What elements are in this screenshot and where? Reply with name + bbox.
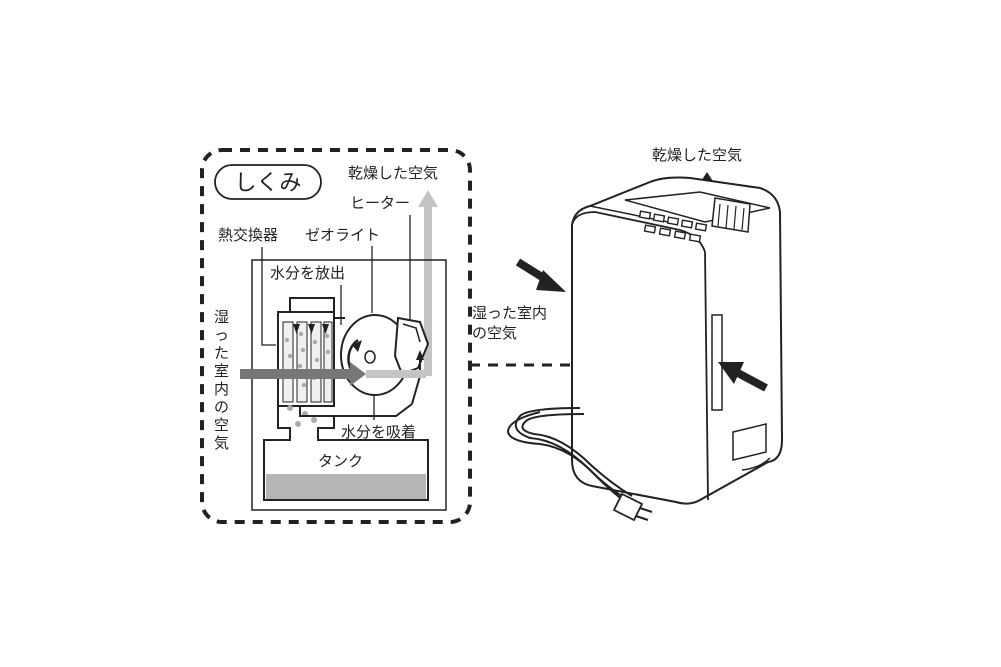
- humid-air-inlet-arrow-left: [515, 258, 566, 292]
- dry-air-top-label: 乾燥した空気: [348, 164, 438, 182]
- title-pill: [214, 164, 322, 200]
- heater-block: [393, 316, 430, 376]
- absorb-moisture-label: 水分を吸着: [341, 423, 416, 441]
- unit-housing-outline: [251, 259, 447, 511]
- humid-air-char-3: た: [214, 344, 229, 362]
- tank-water: [266, 474, 426, 499]
- power-cord: [506, 407, 633, 505]
- humid-air-char-7: 空: [214, 416, 229, 434]
- humid-air-right-label-line1: 湿った室内: [472, 304, 547, 322]
- drain-funnel: [263, 406, 429, 501]
- humid-air-char-1: 湿: [214, 308, 229, 326]
- humid-air-arrow: [240, 362, 426, 386]
- humid-air-char-6: の: [214, 398, 229, 416]
- tank-label: タンク: [318, 452, 363, 470]
- humid-air-char-2: っ: [214, 326, 229, 344]
- heat-exchanger: [277, 311, 335, 427]
- dry-air-up-arrow: [418, 190, 438, 376]
- zeolite-label: ゼオライト: [305, 226, 380, 244]
- dehumidifier-body: [571, 176, 784, 505]
- humid-air-vertical-label: 湿 っ た 室 内 の 空 気: [214, 308, 229, 452]
- release-moisture-label: 水分を放出: [270, 264, 345, 282]
- heat-exchanger-label: 熱交換器: [218, 226, 278, 244]
- humid-air-char-4: 室: [214, 362, 229, 380]
- dry-air-right-label: 乾燥した空気: [652, 146, 742, 164]
- heat-exchanger-leader-line: [261, 247, 276, 346]
- mechanism-dashed-frame: [200, 148, 472, 524]
- humid-air-right-label-line2: の空気: [472, 324, 517, 342]
- air-loop-bottom: [299, 403, 413, 417]
- heater-label: ヒーター: [350, 194, 410, 212]
- humid-air-char-5: 内: [214, 380, 229, 398]
- humid-air-inlet-arrow-right: [718, 362, 768, 392]
- humid-air-char-8: 気: [214, 434, 229, 452]
- title-label: しくみ: [235, 171, 302, 196]
- power-plug: [612, 492, 653, 522]
- air-loop-top: [289, 297, 345, 319]
